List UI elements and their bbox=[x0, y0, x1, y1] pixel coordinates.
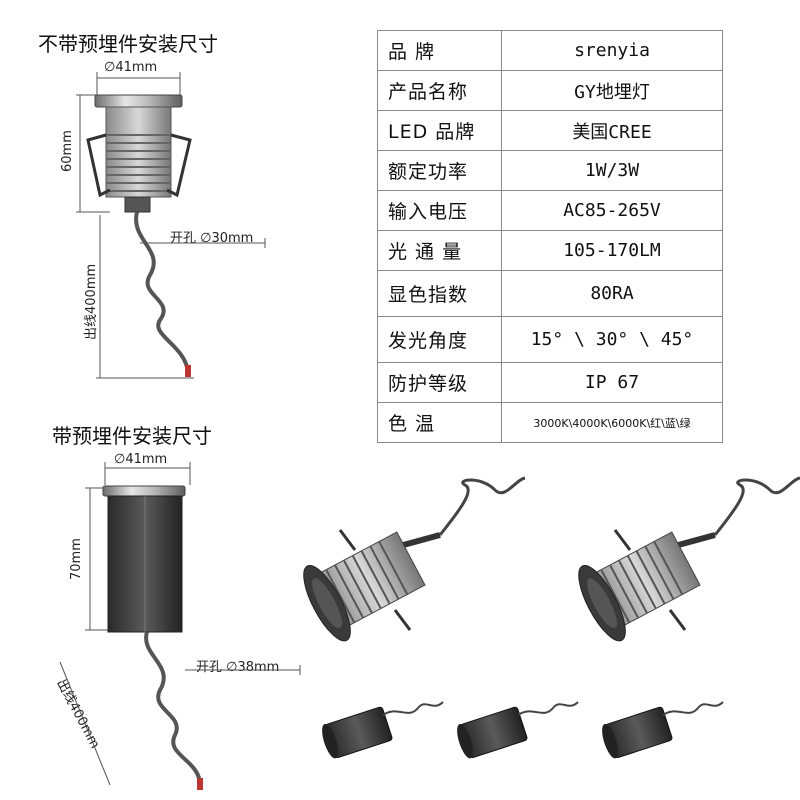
spec-value: 80RA bbox=[501, 270, 723, 317]
section2-diameter-label: ∅41mm bbox=[114, 452, 168, 467]
spec-value: 美国CREE bbox=[501, 110, 723, 151]
product-photo-large-2 bbox=[578, 476, 800, 642]
spec-key: 产品名称 bbox=[377, 70, 502, 111]
spec-value: 15° \ 30° \ 45° bbox=[501, 316, 723, 363]
section2-lamp bbox=[102, 485, 203, 790]
spec-value: 105-170LM bbox=[501, 230, 723, 271]
spec-key: 色 温 bbox=[377, 402, 502, 443]
section2-hole-label: 开孔 ∅38mm bbox=[196, 660, 280, 675]
spec-key: 显色指数 bbox=[377, 270, 502, 317]
spec-key: LED 品牌 bbox=[377, 110, 502, 151]
section2-drawing bbox=[59, 462, 301, 786]
section2-title: 带预埋件安装尺寸 bbox=[52, 424, 212, 448]
spec-key: 光 通 量 bbox=[377, 230, 502, 271]
section1-hole-label: 开孔 ∅30mm bbox=[170, 231, 254, 246]
spec-value: 3000K\4000K\6000K\红\蓝\绿 bbox=[501, 402, 723, 443]
spec-key: 防护等级 bbox=[377, 362, 502, 403]
product-photo-small-2 bbox=[457, 701, 579, 759]
spec-value: AC85-265V bbox=[501, 190, 723, 231]
spec-key: 额定功率 bbox=[377, 150, 502, 191]
section1-drawing bbox=[76, 72, 266, 379]
spec-value: srenyia bbox=[501, 30, 723, 71]
spec-key: 发光角度 bbox=[377, 316, 502, 363]
section1-title: 不带预埋件安装尺寸 bbox=[38, 32, 218, 56]
product-photo-large-1 bbox=[303, 476, 526, 642]
section1-diameter-label: ∅41mm bbox=[104, 60, 158, 75]
spec-value: IP 67 bbox=[501, 362, 723, 403]
spec-key: 输入电压 bbox=[377, 190, 502, 231]
spec-value: GY地埋灯 bbox=[501, 70, 723, 111]
spec-row: LED 品牌美国CREE bbox=[377, 110, 723, 151]
spec-value: 1W/3W bbox=[501, 150, 723, 191]
section1-lamp bbox=[86, 94, 192, 377]
spec-key: 品 牌 bbox=[377, 30, 502, 71]
product-photo-small-1 bbox=[322, 701, 444, 759]
product-photo-small-3 bbox=[602, 701, 724, 759]
